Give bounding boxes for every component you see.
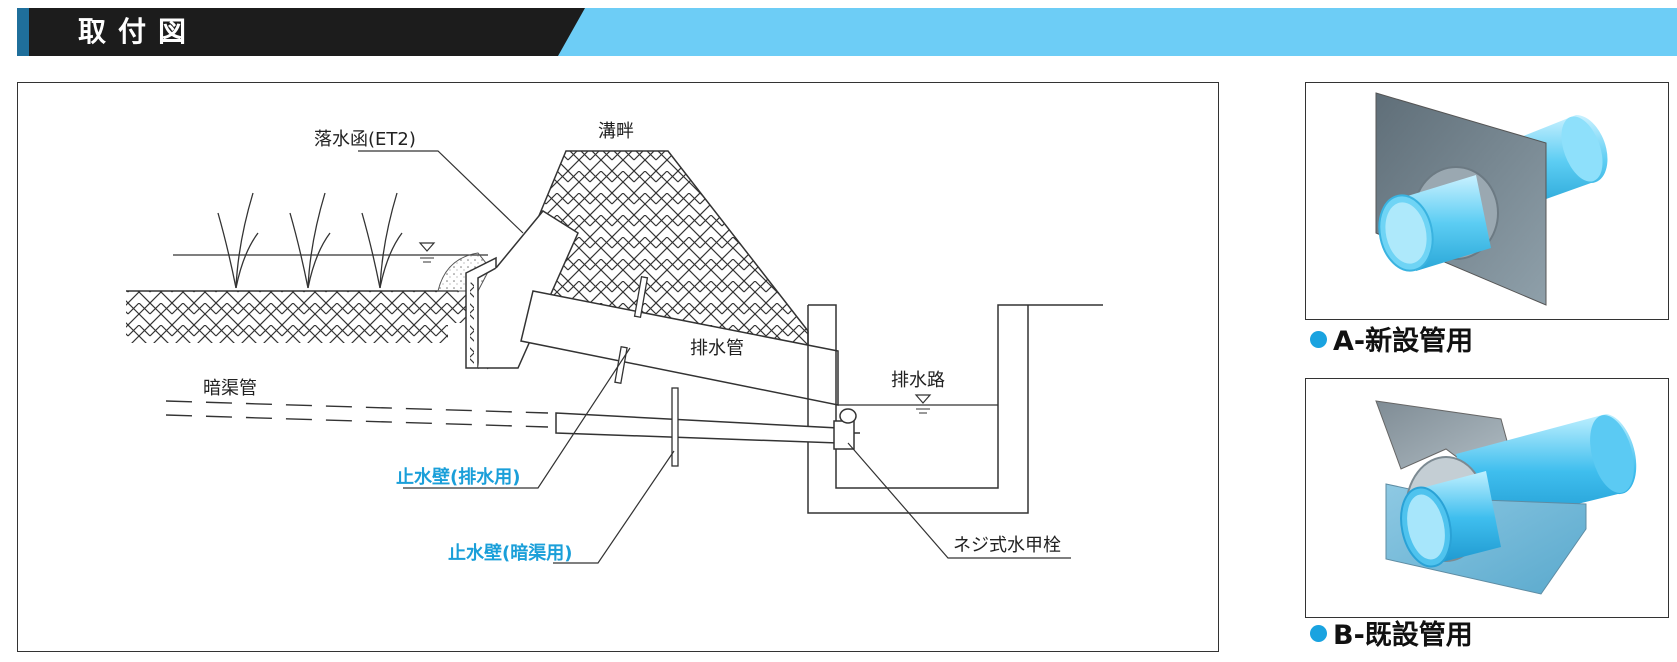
- product-b-caption: B-既設管用: [1310, 620, 1473, 652]
- header-accent-stripe: [17, 8, 29, 56]
- product-b-image: [1305, 378, 1669, 618]
- header-light-band: [525, 8, 1677, 56]
- label-screw-gate: ネジ式水甲栓: [953, 535, 1061, 556]
- label-drop-box: 落水函(ET2): [314, 129, 416, 150]
- label-underdrain: 暗渠管: [203, 378, 257, 399]
- screw-gate-icon: [833, 420, 855, 450]
- label-drainage-channel: 排水路: [891, 370, 945, 391]
- pipe-with-split-plate-icon: [1375, 400, 1637, 595]
- field-water: [173, 242, 491, 292]
- waterstop-plate-underdrain: [671, 387, 679, 467]
- product-a-caption: A-新設管用: [1310, 326, 1473, 358]
- header-background: [17, 8, 1677, 56]
- label-waterstop-underdrain: 止水壁(暗渠用): [448, 543, 573, 564]
- water-level-icon: [418, 242, 436, 252]
- drop-box: [465, 210, 579, 369]
- drainage-channel: [807, 304, 1103, 514]
- bullet-dot-icon: [1310, 625, 1327, 642]
- section-header: 取付図: [0, 8, 1677, 56]
- underdrain-pipe: [165, 387, 860, 467]
- product-a-image: [1305, 82, 1669, 320]
- diagram-drawing: [126, 150, 1103, 564]
- pipe-with-flat-plate-icon: [1375, 92, 1608, 306]
- rice-plants: [217, 192, 403, 289]
- label-embankment: 溝畔: [598, 121, 634, 142]
- installation-diagram: 落水函(ET2) 溝畔 排水管 排水路 暗渠管 止水壁(排水用) 止水壁(暗渠用…: [17, 82, 1219, 652]
- field-ground: [126, 290, 466, 343]
- section-title: 取付図: [78, 15, 199, 48]
- header-dark-band: [17, 8, 585, 56]
- bullet-dot-icon: [1310, 331, 1327, 348]
- channel-water-level-icon: [914, 394, 932, 404]
- label-waterstop-drain: 止水壁(排水用): [396, 467, 521, 488]
- leader-lines: [358, 150, 1071, 564]
- label-drain-pipe: 排水管: [690, 338, 744, 359]
- waterstop-plate-drain: [633, 276, 649, 318]
